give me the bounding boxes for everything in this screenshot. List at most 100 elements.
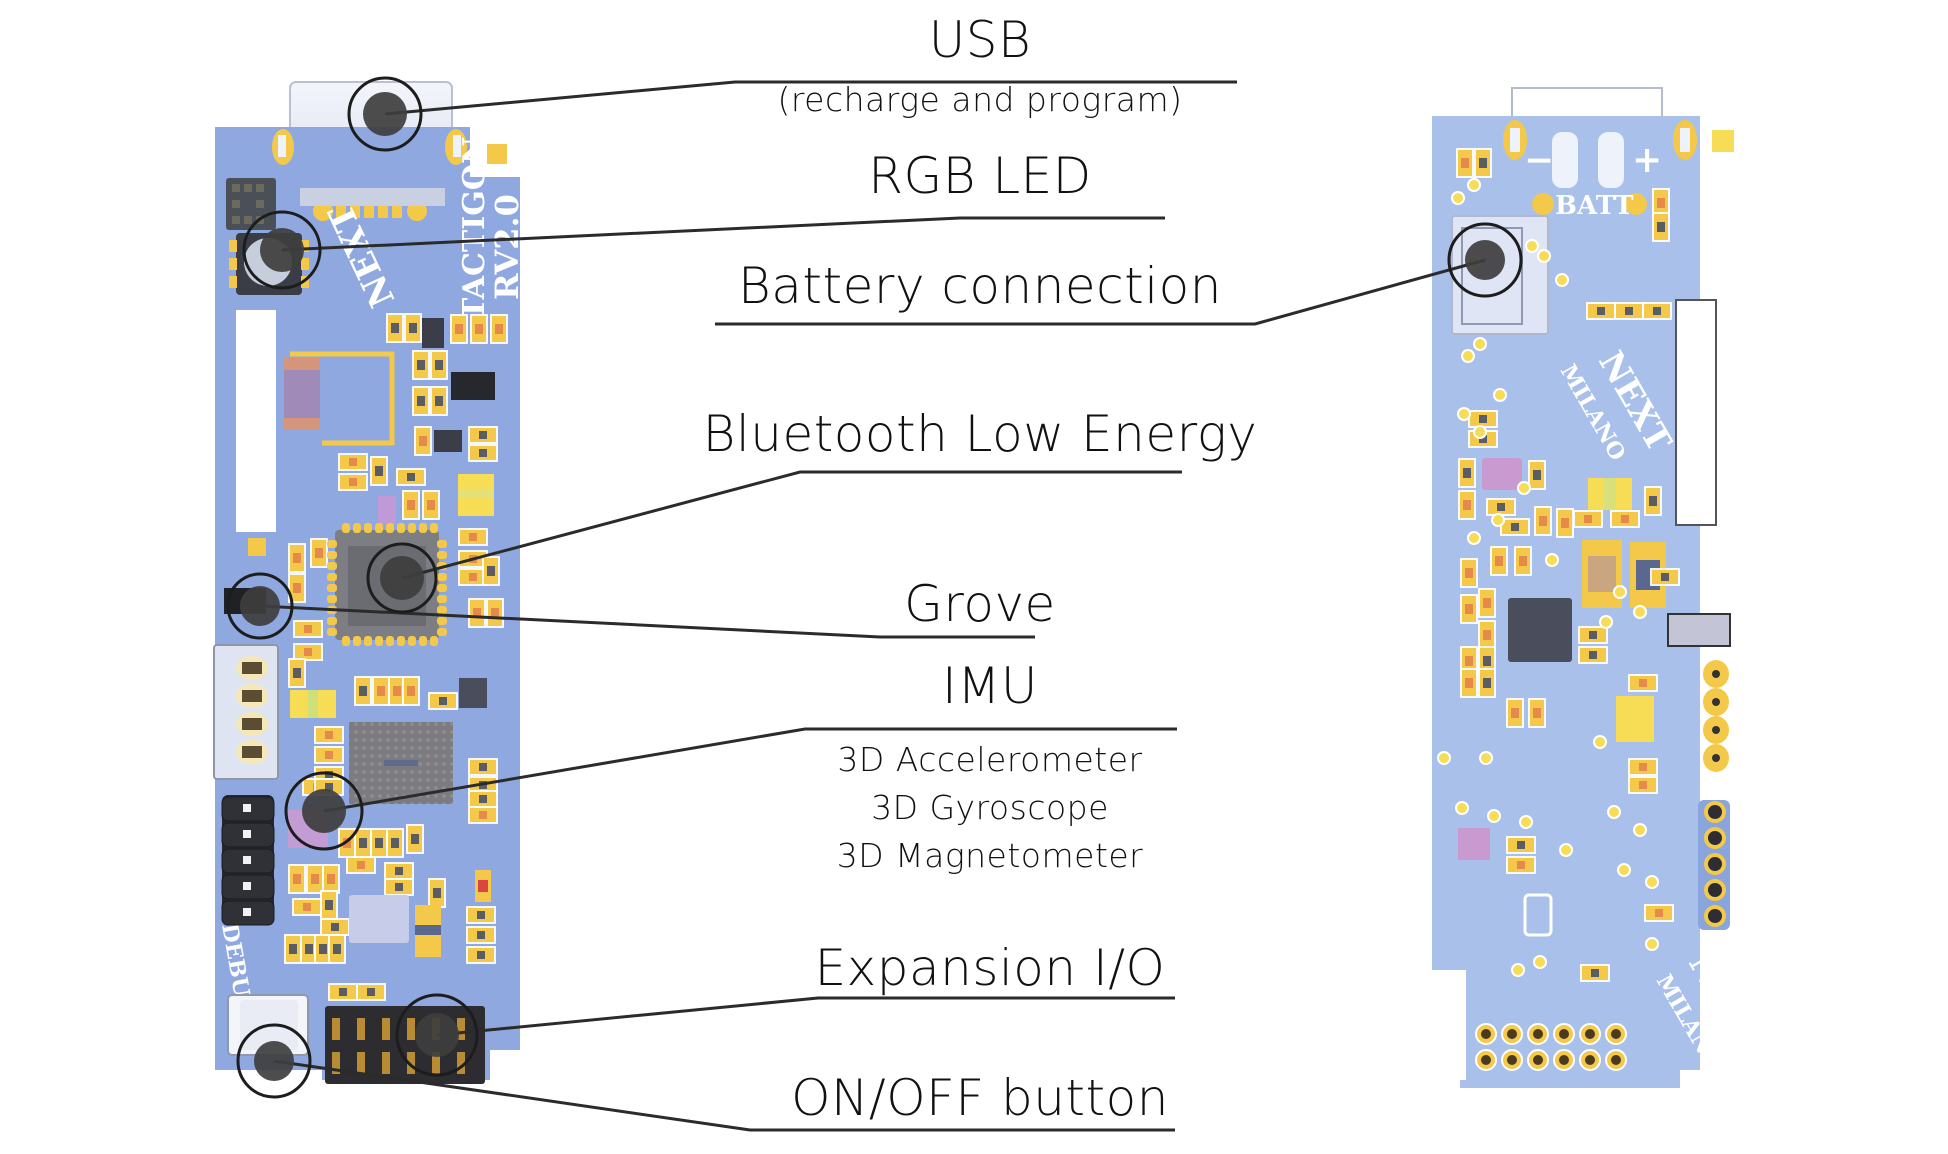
passive-body xyxy=(304,648,312,656)
passive-body xyxy=(1649,496,1657,506)
ble-pin xyxy=(437,540,447,548)
passive-body xyxy=(473,608,481,618)
passive-body xyxy=(359,838,367,848)
passive-body xyxy=(325,783,333,791)
passive-body xyxy=(1517,841,1525,849)
inductor-l202-core xyxy=(1588,556,1616,592)
ble-pin xyxy=(327,562,337,570)
expansion-pin xyxy=(382,1052,390,1074)
ble-pin xyxy=(430,636,438,646)
passive-body xyxy=(479,763,487,771)
chip-q500 xyxy=(422,318,444,348)
back-side-pad-hole xyxy=(1712,754,1720,762)
crystal-y202-stripe xyxy=(458,490,494,498)
callout-detail-gyroscope: 3D Gyroscope xyxy=(871,788,1109,827)
back-connector-pin xyxy=(1708,831,1722,845)
ble-pin xyxy=(327,617,337,625)
test-point xyxy=(1545,553,1559,567)
marker-ring-ble xyxy=(366,542,438,614)
passive-body xyxy=(479,431,487,439)
chip-u502 xyxy=(1458,828,1490,860)
passive-body xyxy=(1533,470,1541,480)
ble-pin xyxy=(353,636,361,646)
diode-d502-band xyxy=(415,925,441,935)
passive-body xyxy=(477,951,485,959)
back-bottom-pads xyxy=(1475,1023,1627,1071)
ble-pin xyxy=(437,617,447,625)
back-passives xyxy=(1437,148,1680,982)
leader-rgb-led xyxy=(281,216,1165,252)
passive-body xyxy=(411,834,419,844)
back-bottom-keepout-left xyxy=(1432,970,1466,1080)
passive-body xyxy=(325,771,333,779)
passive-body xyxy=(1639,781,1647,789)
passive-body xyxy=(1463,468,1471,478)
test-point xyxy=(1519,815,1533,829)
passive-body xyxy=(1465,604,1473,614)
passive-body xyxy=(393,686,401,696)
passive-body xyxy=(311,874,319,884)
passive-body xyxy=(1495,556,1503,566)
test-point xyxy=(1645,937,1659,951)
passive-body xyxy=(479,795,487,803)
ble-pin xyxy=(364,636,372,646)
expansion-pin xyxy=(457,1052,465,1074)
callout-title-battery: Battery connection xyxy=(738,257,1222,315)
passive-body xyxy=(1465,568,1473,578)
back-bottom-pad-hole xyxy=(1481,1055,1491,1065)
passive-body xyxy=(359,686,367,696)
callout-title-ble: Bluetooth Low Energy xyxy=(702,405,1258,463)
ble-pin xyxy=(397,523,405,533)
passive-body xyxy=(1657,198,1665,208)
passive-body xyxy=(439,697,447,705)
passive-body xyxy=(391,323,399,333)
passive-body xyxy=(487,566,495,576)
passive-body xyxy=(1463,500,1471,510)
passive-body xyxy=(1533,708,1541,718)
test-point xyxy=(1533,955,1547,969)
passive-body xyxy=(303,903,311,911)
passive-body xyxy=(325,731,333,739)
passive-body xyxy=(357,861,365,869)
passive-body xyxy=(1639,763,1647,771)
silk-plus: + xyxy=(1632,139,1662,181)
callout-title-expansion: Expansion I/O xyxy=(814,939,1166,997)
passive-body xyxy=(377,686,385,696)
back-right-pads xyxy=(1698,660,1730,930)
expansion-pin xyxy=(332,1018,340,1040)
debug-pin xyxy=(243,804,251,812)
test-point xyxy=(1493,388,1507,402)
back-connector-pin xyxy=(1708,909,1722,923)
test-point xyxy=(1613,585,1627,599)
back-antenna-keepout xyxy=(1675,299,1717,526)
grove-connector-pins xyxy=(236,656,268,764)
ble-pin xyxy=(375,636,383,646)
expansion-pin xyxy=(332,1052,340,1074)
passive-body xyxy=(1539,516,1547,526)
passive-body xyxy=(1661,573,1669,581)
passive-body xyxy=(1597,307,1605,315)
passive-body xyxy=(1483,678,1491,688)
back-bottom-pad-hole xyxy=(1585,1055,1595,1065)
leader-onoff xyxy=(273,1059,1175,1132)
passive-body xyxy=(409,323,417,333)
crystal-y2-stripe xyxy=(308,690,318,718)
passive-body xyxy=(1639,679,1647,687)
ble-pin xyxy=(430,523,438,533)
test-point xyxy=(1473,425,1487,439)
passive-body xyxy=(1584,515,1592,523)
passive-body xyxy=(495,324,503,334)
test-point xyxy=(1491,513,1505,527)
resistor-r512-frame xyxy=(1523,893,1553,937)
ble-pin xyxy=(419,636,427,646)
passive-body xyxy=(1483,656,1491,666)
passive-body xyxy=(375,838,383,848)
usb-mount-slot-right xyxy=(453,135,461,157)
back-bottom-pad-hole xyxy=(1481,1029,1491,1039)
passive-body xyxy=(1589,651,1597,659)
back-connector-pin xyxy=(1708,857,1722,871)
back-bottom-pad-hole xyxy=(1507,1055,1517,1065)
leader-battery xyxy=(715,258,1486,326)
